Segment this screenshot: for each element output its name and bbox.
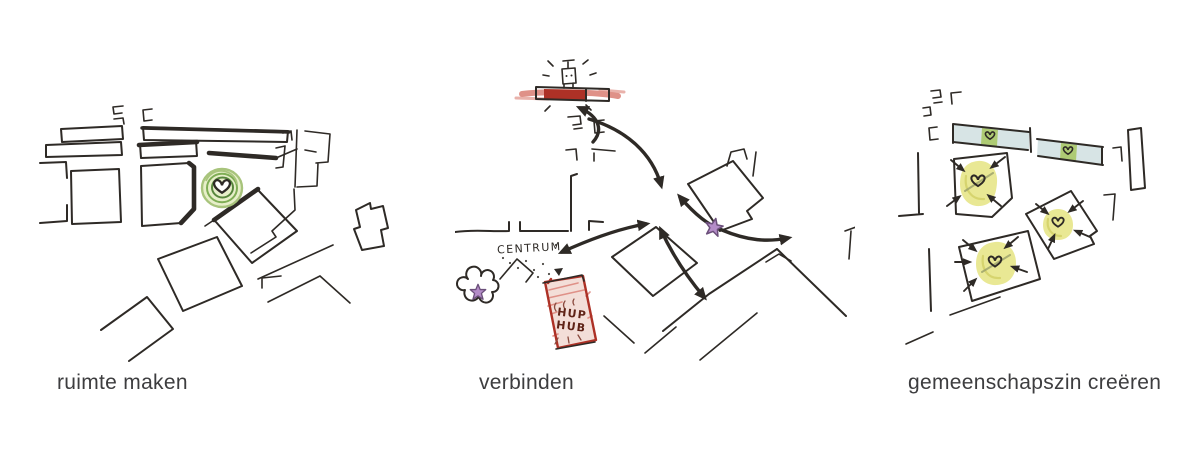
building-outlines <box>39 105 389 362</box>
star-icon <box>702 215 726 238</box>
hub-building: HUP HUB <box>542 268 598 350</box>
centrum-label: CENTRUM <box>497 240 562 256</box>
community-spot <box>946 156 1006 207</box>
green-heart-square <box>1060 143 1077 161</box>
tram-icon <box>561 59 577 89</box>
inward-arrows <box>1035 200 1091 250</box>
walking-dots <box>501 243 558 279</box>
transit-line <box>514 59 626 112</box>
marker-icon <box>554 268 563 276</box>
hub-label-line1: HUP <box>556 305 587 322</box>
community-spot <box>1035 200 1091 250</box>
inward-arrows <box>946 156 1006 207</box>
inward-arrows <box>954 236 1028 292</box>
radiating-dashes <box>542 59 597 112</box>
route-arrows <box>557 106 793 301</box>
caption-verbinden: verbinden <box>479 371 574 394</box>
building-outlines <box>898 89 1146 345</box>
sketch-verbinden: CENTRUM HUP HUB <box>455 59 855 361</box>
hub-label-line2: HUB <box>555 318 586 335</box>
building-outlines <box>455 115 855 361</box>
green-heart-square <box>981 128 998 146</box>
caption-ruimte-maken: ruimte maken <box>57 371 188 394</box>
sketch-gemeenschapszin <box>898 89 1146 345</box>
sketch-ruimte-maken <box>39 105 389 362</box>
caption-gemeenschapszin-creeren: gemeenschapszin creëren <box>908 371 1162 394</box>
cloud-icon <box>456 265 500 304</box>
green-heart-spot <box>200 167 244 209</box>
community-spot <box>954 236 1028 292</box>
